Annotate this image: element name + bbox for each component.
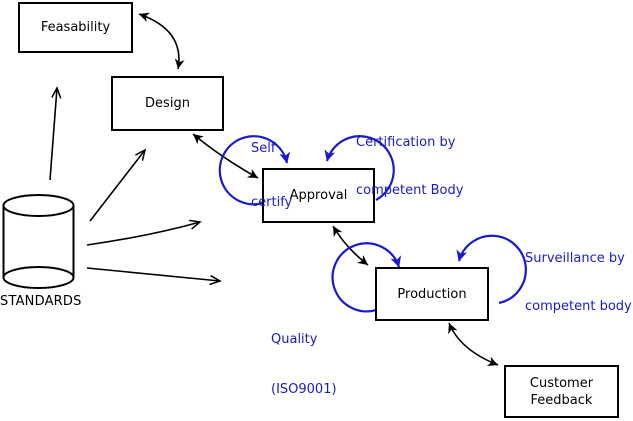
loop-surveillance	[456, 234, 527, 305]
node-customer-feedback-label-line1: Customer	[529, 375, 594, 391]
annotation-self-certify-line1: Self	[251, 141, 276, 156]
annotation-quality-line2: (ISO9001)	[271, 381, 337, 397]
standards-label: STANDARDS	[0, 294, 82, 309]
node-design: Design	[111, 76, 224, 131]
node-feasability-label: Feasability	[40, 20, 111, 35]
node-production: Production	[375, 267, 489, 321]
node-production-label: Production	[397, 286, 467, 302]
arrow-approval-production	[332, 225, 369, 266]
arrow-feasability-design	[138, 12, 185, 70]
node-customer-feedback-label-line2: Feedback	[530, 392, 593, 408]
arrow-production-customer-feedback	[448, 322, 499, 366]
annotation-certification: Certification by competent Body	[356, 103, 463, 231]
arrow-standards-to-feasability	[49, 88, 57, 181]
annotation-surveillance: Surveillance by competent body	[525, 219, 632, 347]
annotation-certification-line2: competent Body	[356, 183, 464, 198]
annotation-self-certify: Self certify	[251, 104, 292, 248]
node-customer-feedback: Customer Feedback	[504, 365, 619, 418]
arrow-standards-to-approval	[86, 222, 200, 246]
node-approval-label: Approval	[289, 188, 348, 203]
annotation-self-certify-line2: certify	[251, 195, 293, 210]
annotation-quality-line1: Quality	[271, 332, 318, 347]
loop-quality-monitoring	[331, 242, 402, 313]
annotation-quality-monitoring: Quality (ISO9001) monitoring	[271, 299, 342, 421]
annotation-surveillance-line2: competent body	[525, 299, 632, 314]
annotation-surveillance-line1: Surveillance by	[525, 251, 625, 266]
arrow-standards-to-production	[86, 267, 220, 281]
loop-certification	[324, 135, 395, 201]
node-feasability: Feasability	[18, 2, 133, 53]
node-design-label: Design	[145, 96, 190, 111]
node-approval: Approval	[262, 168, 375, 223]
loop-self-certify	[218, 135, 291, 206]
standards-cylinder	[2, 194, 75, 289]
annotation-certification-line1: Certification by	[356, 135, 456, 150]
arrow-standards-to-design	[89, 150, 145, 222]
arrow-design-approval	[192, 133, 259, 179]
